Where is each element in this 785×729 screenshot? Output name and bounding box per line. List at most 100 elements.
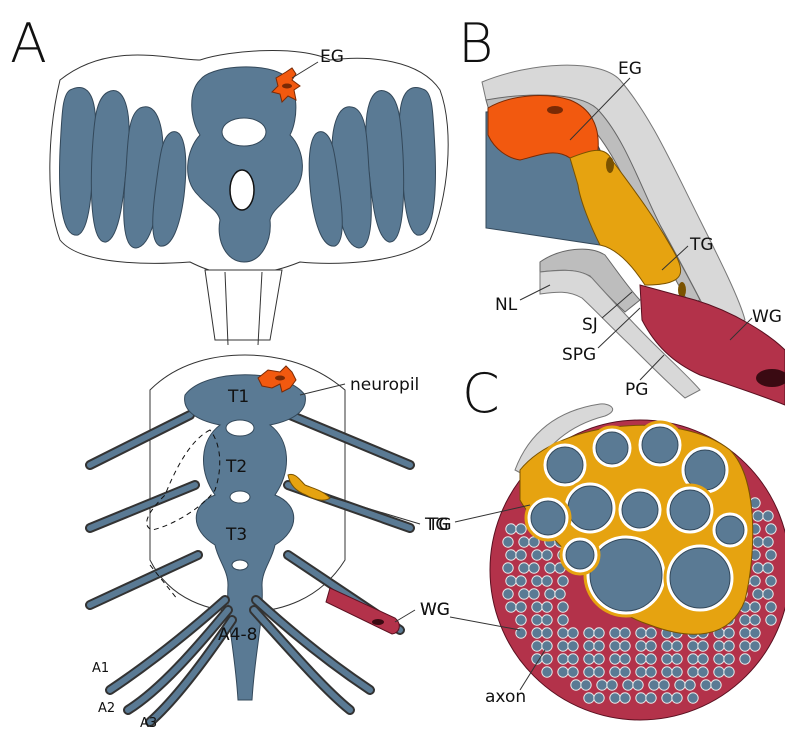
small-axon — [542, 550, 552, 560]
small-axon — [636, 641, 646, 651]
small-axon — [662, 641, 672, 651]
small-axon — [584, 693, 594, 703]
label-t3: T3 — [225, 525, 247, 545]
small-axon — [711, 680, 721, 690]
label-a1: A1 — [92, 661, 109, 676]
small-axon — [620, 693, 630, 703]
small-axon — [594, 693, 604, 703]
small-axon — [542, 641, 552, 651]
small-axon — [688, 693, 698, 703]
small-axon — [620, 654, 630, 664]
small-axon — [568, 654, 578, 664]
esophageal-foramen — [230, 170, 254, 210]
small-axon — [584, 654, 594, 664]
large-axon — [716, 516, 744, 544]
wrapping-glia-nerve — [326, 588, 399, 634]
label-a4-8: A4-8 — [218, 625, 257, 645]
small-axon — [532, 602, 542, 612]
small-axon — [571, 680, 581, 690]
small-axon — [506, 602, 516, 612]
small-axon — [724, 667, 734, 677]
small-axon — [740, 654, 750, 664]
small-axon — [610, 641, 620, 651]
small-axon — [766, 524, 776, 534]
small-axon — [688, 641, 698, 651]
small-axon — [659, 680, 669, 690]
small-axon — [675, 680, 685, 690]
small-axon — [662, 667, 672, 677]
label-tg-c: TG — [427, 515, 452, 535]
label-tg-b: TG — [689, 235, 714, 255]
small-axon — [724, 641, 734, 651]
small-axon — [766, 615, 776, 625]
small-axon — [529, 563, 539, 573]
panel-b-letter: B — [458, 12, 493, 75]
large-axon — [566, 541, 594, 569]
large-axon — [531, 501, 565, 535]
small-axon — [584, 667, 594, 677]
small-axon — [558, 615, 568, 625]
small-axon — [724, 654, 734, 664]
small-axon — [672, 654, 682, 664]
small-axon — [545, 589, 555, 599]
small-axon — [636, 667, 646, 677]
small-axon — [620, 641, 630, 651]
small-axon — [558, 602, 568, 612]
label-sj: SJ — [582, 315, 598, 335]
small-axon — [568, 641, 578, 651]
small-axon — [740, 628, 750, 638]
small-axon — [766, 602, 776, 612]
small-axon — [649, 680, 659, 690]
label-wg-b: WG — [752, 307, 782, 327]
small-axon — [584, 641, 594, 651]
small-axon — [688, 667, 698, 677]
small-axon — [542, 628, 552, 638]
small-axon — [724, 628, 734, 638]
small-axon — [672, 667, 682, 677]
small-axon — [646, 693, 656, 703]
small-axon — [763, 589, 773, 599]
label-axon: axon — [485, 687, 526, 707]
small-axon — [672, 641, 682, 651]
small-axon — [532, 641, 542, 651]
small-axon — [516, 550, 526, 560]
small-axon — [558, 667, 568, 677]
label-eg-a: EG — [320, 47, 344, 67]
large-axon — [642, 427, 678, 463]
small-axon — [607, 680, 617, 690]
panel-a: A EG — [10, 12, 450, 729]
small-axon — [740, 641, 750, 651]
small-axon — [558, 628, 568, 638]
label-a2: A2 — [98, 701, 115, 716]
small-axon — [750, 641, 760, 651]
label-eg-b: EG — [618, 59, 642, 79]
small-axon — [698, 654, 708, 664]
small-axon — [506, 524, 516, 534]
small-axon — [662, 693, 672, 703]
label-t1: T1 — [227, 387, 249, 407]
small-axon — [714, 641, 724, 651]
small-axon — [750, 602, 760, 612]
small-axon — [636, 628, 646, 638]
small-axon — [766, 576, 776, 586]
large-axon — [590, 539, 662, 611]
small-axon — [620, 628, 630, 638]
large-axon — [670, 548, 730, 608]
small-axon — [646, 667, 656, 677]
small-axon — [750, 576, 760, 586]
label-nl: NL — [495, 295, 518, 315]
small-axon — [519, 537, 529, 547]
small-axon — [506, 576, 516, 586]
large-axon — [568, 486, 612, 530]
small-axon — [503, 563, 513, 573]
small-axon — [542, 667, 552, 677]
small-axon — [610, 693, 620, 703]
small-axon — [545, 563, 555, 573]
large-axon — [596, 432, 628, 464]
small-axon — [584, 628, 594, 638]
small-axon — [646, 641, 656, 651]
small-axon — [646, 654, 656, 664]
small-axon — [503, 537, 513, 547]
small-axon — [623, 680, 633, 690]
small-axon — [698, 641, 708, 651]
